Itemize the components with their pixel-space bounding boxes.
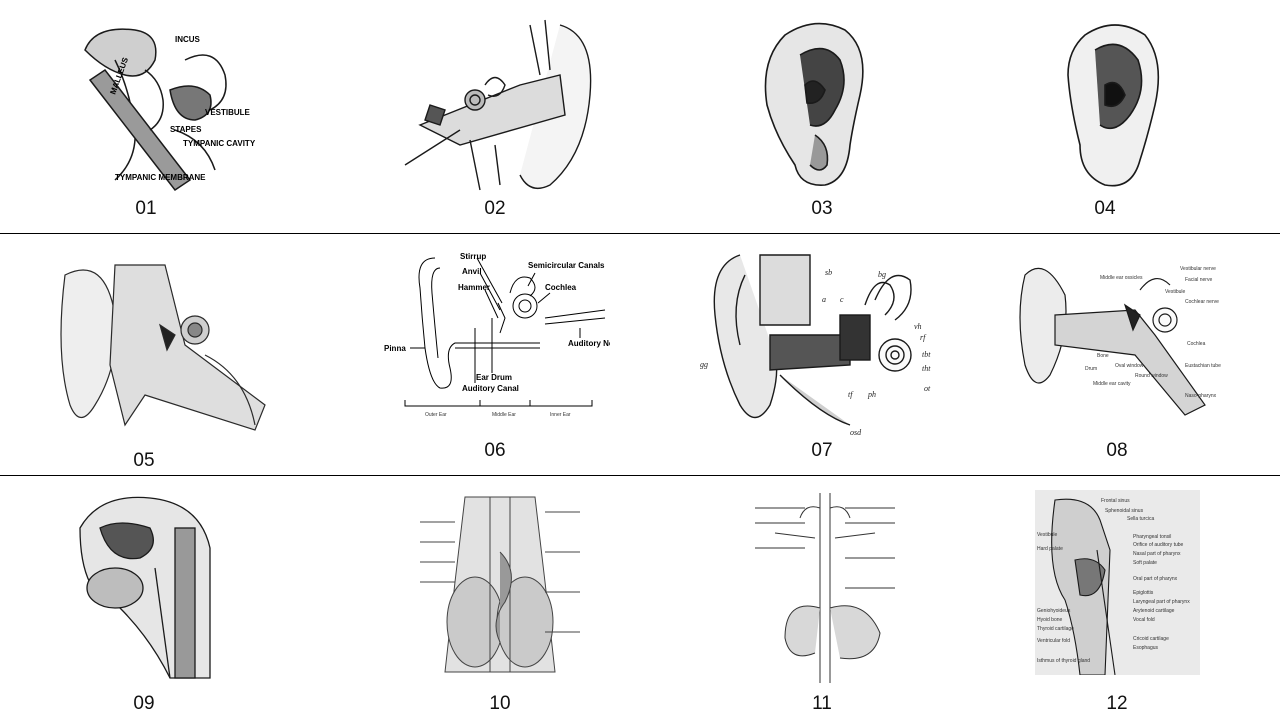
- illustration-08-ear-labeled: Middle ear ossicles Vestibular nerve Fac…: [1015, 255, 1230, 425]
- label-c: c: [840, 295, 844, 304]
- label-sella-turcica: Sella turcica: [1127, 516, 1154, 522]
- illustration-10-chest-vessels: [415, 492, 585, 677]
- label-facial-nerve: Facial nerve: [1185, 277, 1212, 283]
- label-middle-ear-ossicles: Middle ear ossicles: [1100, 275, 1143, 281]
- label-hyoid-bone: Hyoid bone: [1037, 617, 1063, 623]
- label-auditory-canal: Auditory Canal: [462, 384, 519, 393]
- label-tf: tf: [848, 390, 854, 399]
- label-hard-palate: Hard palate: [1037, 546, 1063, 552]
- row-divider-1: [0, 233, 1280, 234]
- illustration-11-venous-system: [745, 488, 905, 688]
- figure-number-11: 11: [812, 693, 832, 714]
- label-oval-window: Oval window: [1115, 363, 1144, 369]
- label-nasal-part-pharynx: Nasal part of pharynx: [1133, 551, 1181, 557]
- figure-number-09: 09: [133, 693, 155, 714]
- label-isthmus-thyroid: Isthmus of thyroid gland: [1037, 658, 1090, 664]
- figure-number-02: 02: [484, 198, 506, 219]
- label-vocal-fold: Vocal fold: [1133, 617, 1155, 623]
- row-divider-2: [0, 475, 1280, 476]
- illustration-04-outer-ear-shaded: [1060, 15, 1170, 195]
- illustration-09-head-sagittal: [60, 488, 230, 683]
- figure-number-12: 12: [1106, 693, 1128, 714]
- illustration-03-outer-ear: [755, 15, 875, 195]
- label-cricoid-cartilage: Cricoid cartilage: [1133, 636, 1169, 642]
- label-hammer: Hammer: [458, 283, 490, 292]
- label-vh: vh: [914, 322, 922, 331]
- label-laryngeal-part-pharynx: Laryngeal part of pharynx: [1133, 599, 1190, 605]
- illustration-06-ear-diagram: Stirrup Anvil Hammer Semicircular Canals…: [380, 248, 610, 423]
- figure-number-07: 07: [811, 440, 833, 461]
- figure-number-01: 01: [135, 198, 157, 219]
- section-inner-ear: Inner Ear: [550, 412, 571, 418]
- label-tympanic-cavity: TYMPANIC CAVITY: [183, 139, 255, 148]
- label-middle-ear-cavity: Middle ear cavity: [1093, 381, 1131, 387]
- figure-number-04: 04: [1094, 198, 1116, 219]
- label-auditory-nerve: Auditory Nerve: [568, 339, 610, 348]
- label-incus: INCUS: [175, 35, 201, 44]
- label-ph: ph: [867, 390, 876, 399]
- section-outer-ear: Outer Ear: [425, 412, 447, 418]
- label-geniohyoideus: Geniohyoideus: [1037, 608, 1071, 614]
- label-naso-pharynx: Naso-pharynx: [1185, 393, 1217, 399]
- label-drum: Drum: [1085, 366, 1097, 372]
- illustration-02-ear-section: [400, 15, 600, 200]
- label-eustachian-tube: Eustachian tube: [1185, 363, 1221, 369]
- figure-number-08: 08: [1106, 440, 1128, 461]
- label-sb: sb: [825, 268, 832, 277]
- label-frontal-sinus: Frontal sinus: [1101, 498, 1130, 504]
- label-stirrup: Stirrup: [460, 252, 486, 261]
- label-cochlea: Cochlea: [545, 283, 577, 292]
- label-vestibule: VESTIBULE: [205, 108, 251, 117]
- label-sphenoidal-sinus: Sphenoidal sinus: [1105, 508, 1144, 514]
- label-cochlear-nerve: Cochlear nerve: [1185, 299, 1219, 305]
- section-middle-ear: Middle Ear: [492, 412, 516, 418]
- label-vestibule: Vestibule: [1165, 289, 1186, 295]
- label-pinna: Pinna: [384, 344, 406, 353]
- label-pharyngeal-tonsil: Pharyngeal tonsil: [1133, 534, 1171, 540]
- label-osd: osd: [850, 428, 862, 437]
- figure-number-03: 03: [811, 198, 833, 219]
- label-rf: rf: [920, 333, 927, 342]
- figure-number-10: 10: [489, 693, 511, 714]
- label-gg: gg: [700, 360, 708, 369]
- label-ventricular-fold: Ventricular fold: [1037, 638, 1070, 644]
- label-semicircular-canals: Semicircular Canals: [528, 261, 605, 270]
- label-vestibule: Vestibule: [1037, 532, 1058, 538]
- figure-number-06: 06: [484, 440, 506, 461]
- label-tbt: tbt: [922, 350, 931, 359]
- label-a: a: [822, 295, 826, 304]
- label-esophagus: Esophagus: [1133, 645, 1159, 651]
- illustration-05-ear-engraving: [55, 255, 285, 450]
- label-oral-part-pharynx: Oral part of pharynx: [1133, 576, 1178, 582]
- label-tympanic-membrane: TYMPANIC MEMBRANE: [115, 173, 206, 182]
- illustration-01-ossicles: INCUS MALLEUS VESTIBULE STAPES TYMPANIC …: [75, 20, 255, 195]
- label-soft-palate: Soft palate: [1133, 560, 1157, 566]
- label-thyroid-cartilage: Thyroid cartilage: [1037, 626, 1074, 632]
- label-vestibular-nerve: Vestibular nerve: [1180, 266, 1216, 272]
- illustration-12-pharynx-labeled: Frontal sinus Sphenoidal sinus Sella tur…: [1035, 490, 1200, 675]
- label-epiglottis: Epiglottis: [1133, 590, 1154, 596]
- label-bg: bg: [878, 270, 886, 279]
- label-arytenoid-cartilage: Arytenoid cartilage: [1133, 608, 1175, 614]
- label-ot: ot: [924, 384, 931, 393]
- label-ear-drum: Ear Drum: [476, 373, 512, 382]
- label-orifice-auditory-tube: Orifice of auditory tube: [1133, 542, 1184, 548]
- label-stapes: STAPES: [170, 125, 202, 134]
- label-tht: tht: [922, 364, 931, 373]
- label-round-window: Round window: [1135, 373, 1168, 379]
- label-anvil: Anvil: [462, 267, 482, 276]
- illustration-07-ear-lettered: sb bg a c vh rf tbt tht ot gg tf ph osd: [700, 245, 940, 440]
- label-bone: Bone: [1097, 353, 1109, 359]
- figure-number-05: 05: [133, 450, 155, 471]
- label-cochlea: Cochlea: [1187, 341, 1206, 347]
